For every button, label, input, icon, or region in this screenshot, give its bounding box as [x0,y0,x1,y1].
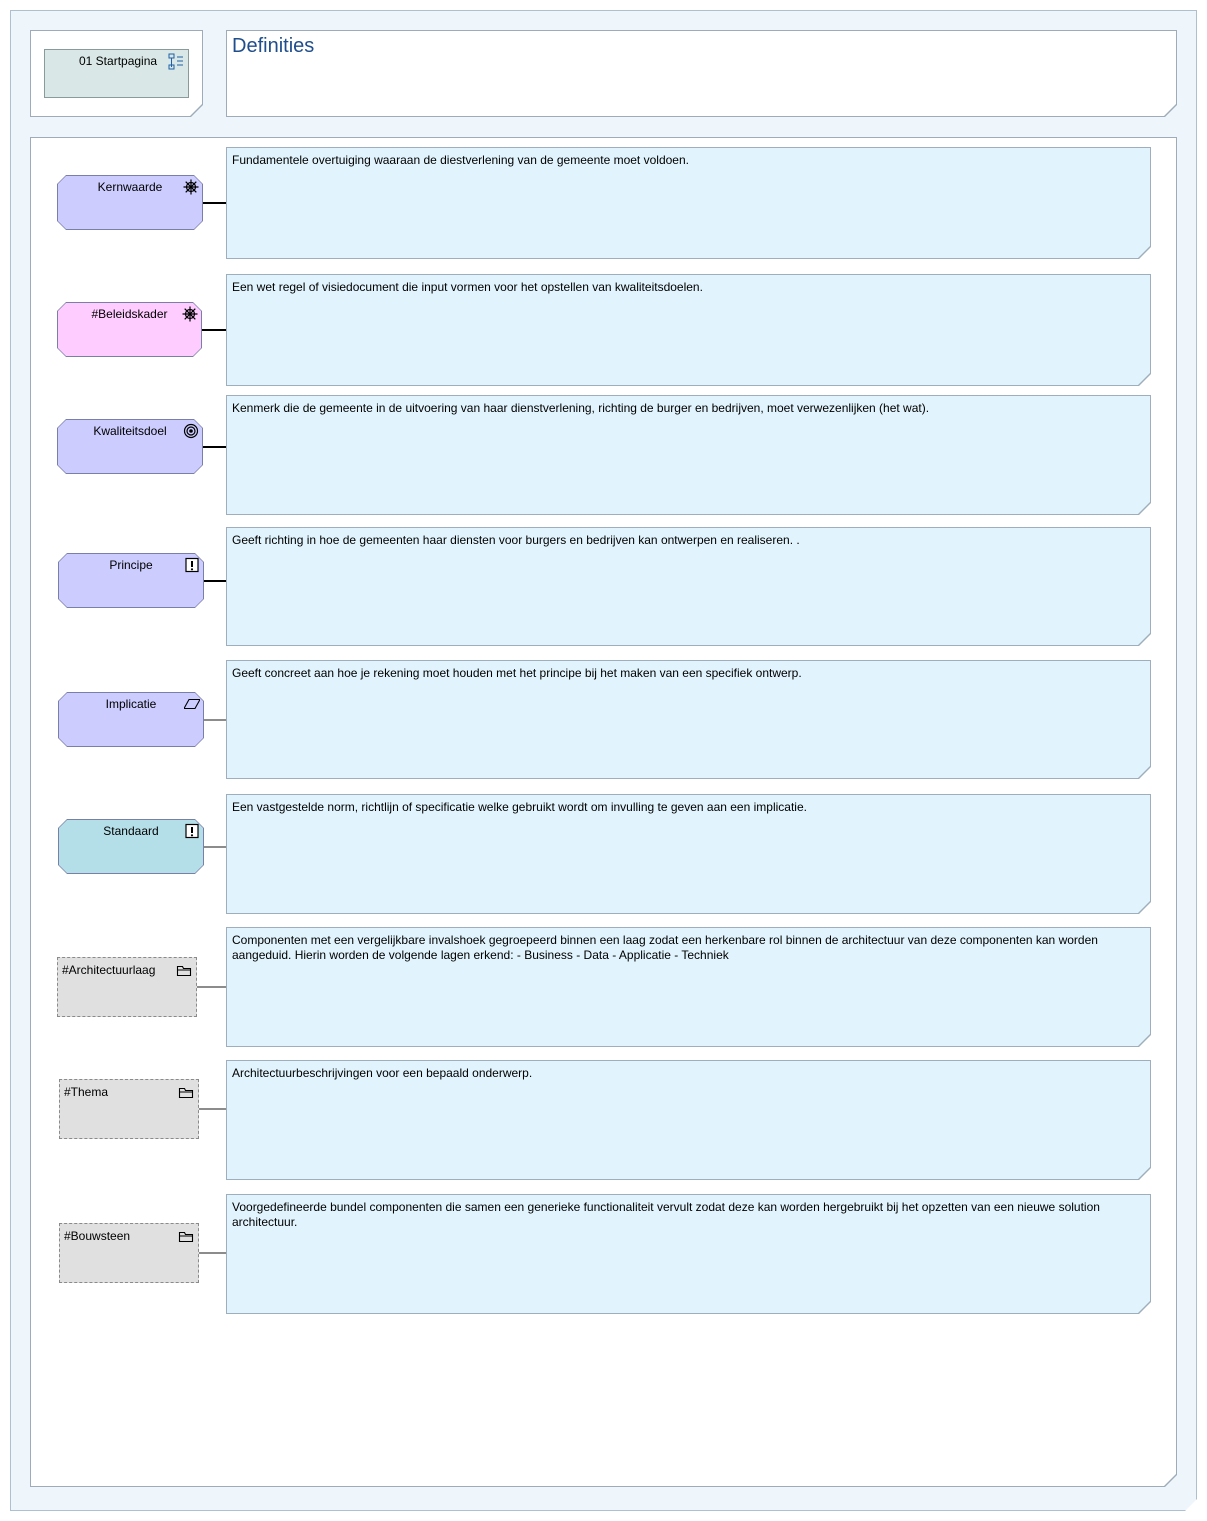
page-title: Definities [232,35,315,57]
element-implicatie[interactable]: Implicatie [58,692,204,747]
connector-architectuurlaag [196,986,227,988]
definition-box-kwaliteitsdoel[interactable]: Kenmerk die de gemeente in de uitvoering… [226,395,1151,515]
definition-text: Kenmerk die de gemeente in de uitvoering… [232,401,930,415]
element-kwaliteitsdoel[interactable]: Kwaliteitsdoel [57,419,203,474]
element-label: Implicatie [105,697,157,711]
folder-icon [176,965,192,977]
definition-text: Een wet regel of visiedocument die input… [232,280,703,294]
connector-kwaliteitsdoel [202,446,227,448]
definition-text: Architectuurbeschrijvingen voor een bepa… [232,1066,533,1080]
element-label: #Architectuurlaag [62,963,156,977]
element-architectuurlaag[interactable]: #Architectuurlaag [57,957,197,1017]
target-icon [183,423,199,439]
definition-box-standaard[interactable]: Een vastgestelde norm, richtlijn of spec… [226,794,1151,914]
connector-beleidskader [201,329,227,331]
connector-principe [203,580,227,582]
exclamation-icon [184,823,200,839]
element-thema[interactable]: #Thema [59,1079,199,1139]
element-label: Kwaliteitsdoel [93,424,167,438]
helm-icon [182,306,198,322]
element-fill [59,693,203,746]
definition-text: Voorgedefineerde bundel componenten die … [232,1200,1100,1229]
parallelogram-icon [184,696,200,712]
start-page-button[interactable] [44,49,189,98]
element-fill [58,176,202,229]
definition-box-fill: Componenten met een vergelijkbare invals… [227,928,1150,1046]
element-principe[interactable]: Principe [58,553,204,608]
folder-icon [178,1231,194,1243]
definition-box-thema[interactable]: Architectuurbeschrijvingen voor een bepa… [226,1060,1151,1180]
definition-box-beleidskader[interactable]: Een wet regel of visiedocument die input… [226,274,1151,386]
element-label: Principe [109,558,153,572]
definition-text: Geeft concreet aan hoe je rekening moet … [232,666,802,680]
title-box [227,31,1176,116]
start-page-label: 01 Startpagina [79,54,158,68]
definition-box-fill: Geeft concreet aan hoe je rekening moet … [227,661,1150,778]
definition-text: Geeft richting in hoe de gemeenten haar … [232,533,800,547]
definition-box-implicatie[interactable]: Geeft concreet aan hoe je rekening moet … [226,660,1151,779]
connector-kernwaarde [202,202,227,204]
folder-icon [178,1087,194,1099]
connector-bouwsteen [198,1252,227,1254]
tree-view-icon [168,53,183,70]
element-label: Standaard [103,824,159,838]
connector-standaard [203,846,227,848]
element-fill [58,303,201,356]
definition-text: Fundamentele overtuiging waaraan de dies… [232,153,689,167]
element-label: #Beleidskader [91,307,168,321]
definition-box-fill: Geeft richting in hoe de gemeenten haar … [227,528,1150,645]
element-label: Kernwaarde [97,180,163,194]
definition-box-bouwsteen[interactable]: Voorgedefineerde bundel componenten die … [226,1194,1151,1314]
definition-box-fill: Fundamentele overtuiging waaraan de dies… [227,148,1150,258]
definition-box-fill: Voorgedefineerde bundel componenten die … [227,1195,1150,1313]
element-fill [58,420,202,473]
element-label: #Thema [64,1085,109,1099]
helm-icon [183,179,199,195]
element-bouwsteen[interactable]: #Bouwsteen [59,1223,199,1283]
definition-box-fill: Architectuurbeschrijvingen voor een bepa… [227,1061,1150,1179]
element-kernwaarde[interactable]: Kernwaarde [57,175,203,230]
element-fill [59,820,203,873]
definition-text: Een vastgestelde norm, richtlijn of spec… [232,800,807,814]
definition-text: Componenten met een vergelijkbare invals… [232,933,1098,962]
definition-box-fill: Een wet regel of visiedocument die input… [227,275,1150,385]
element-beleidskader[interactable]: #Beleidskader [57,302,202,357]
definition-box-principe[interactable]: Geeft richting in hoe de gemeenten haar … [226,527,1151,646]
definition-box-fill: Kenmerk die de gemeente in de uitvoering… [227,396,1150,514]
definition-box-architectuurlaag[interactable]: Componenten met een vergelijkbare invals… [226,927,1151,1047]
connector-thema [198,1108,227,1110]
definition-box-fill: Een vastgestelde norm, richtlijn of spec… [227,795,1150,913]
connector-implicatie [203,719,227,721]
element-standaard[interactable]: Standaard [58,819,204,874]
element-fill [59,554,203,607]
element-label: #Bouwsteen [64,1229,131,1243]
exclamation-icon [184,557,200,573]
definition-box-kernwaarde[interactable]: Fundamentele overtuiging waaraan de dies… [226,147,1151,259]
